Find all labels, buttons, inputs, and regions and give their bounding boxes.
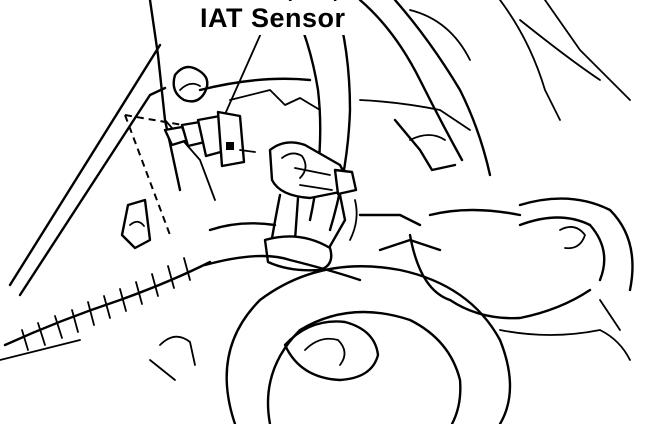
iat-sensor [163, 110, 256, 168]
sensor-connector [268, 141, 358, 200]
callout-leader-line [225, 30, 263, 113]
right-component [408, 197, 634, 361]
bracket [120, 198, 152, 250]
bolt-upper [172, 65, 209, 103]
wire-harness [263, 193, 358, 272]
body-panel-lines [8, 0, 216, 297]
iat-sensor-label: IAT Sensor [196, 1, 350, 35]
ribbed-hose [0, 257, 212, 361]
intake-ridge [198, 77, 471, 172]
engine-body [149, 213, 512, 424]
